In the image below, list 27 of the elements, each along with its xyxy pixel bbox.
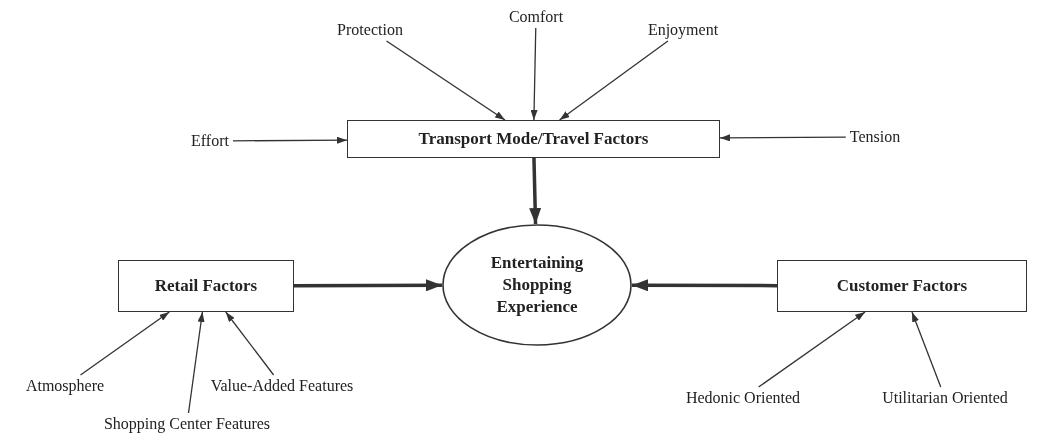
- factor-label: Value-Added Features: [206, 375, 358, 397]
- factor-label: Comfort: [504, 6, 568, 28]
- arrow: [385, 40, 506, 121]
- factor-label: Effort: [187, 130, 233, 152]
- arrow: [558, 40, 669, 121]
- arrow: [187, 311, 205, 414]
- factor-label: Shopping Center Features: [99, 413, 275, 435]
- arrow: [530, 27, 538, 121]
- factor-label: Atmosphere: [21, 375, 109, 397]
- factor-label: Utilitarian Oriented: [878, 387, 1012, 409]
- arrow: [294, 279, 442, 292]
- arrow: [632, 279, 777, 292]
- arrow: [719, 134, 847, 142]
- factor-label: Hedonic Oriented: [681, 387, 805, 409]
- arrow: [757, 311, 866, 388]
- factor-label: Protection: [333, 19, 407, 41]
- arrow: [79, 311, 170, 376]
- outcome-ellipse: Entertaining Shopping Experience: [442, 224, 632, 346]
- factor-box: Transport Mode/Travel Factors: [347, 120, 720, 158]
- arrow: [911, 311, 942, 388]
- factor-box: Retail Factors: [118, 260, 294, 312]
- arrow: [225, 311, 275, 376]
- arrow: [529, 157, 542, 225]
- factor-box: Customer Factors: [777, 260, 1027, 312]
- factor-label: Enjoyment: [643, 19, 723, 41]
- factor-label: Tension: [845, 126, 905, 148]
- arrow: [232, 136, 348, 144]
